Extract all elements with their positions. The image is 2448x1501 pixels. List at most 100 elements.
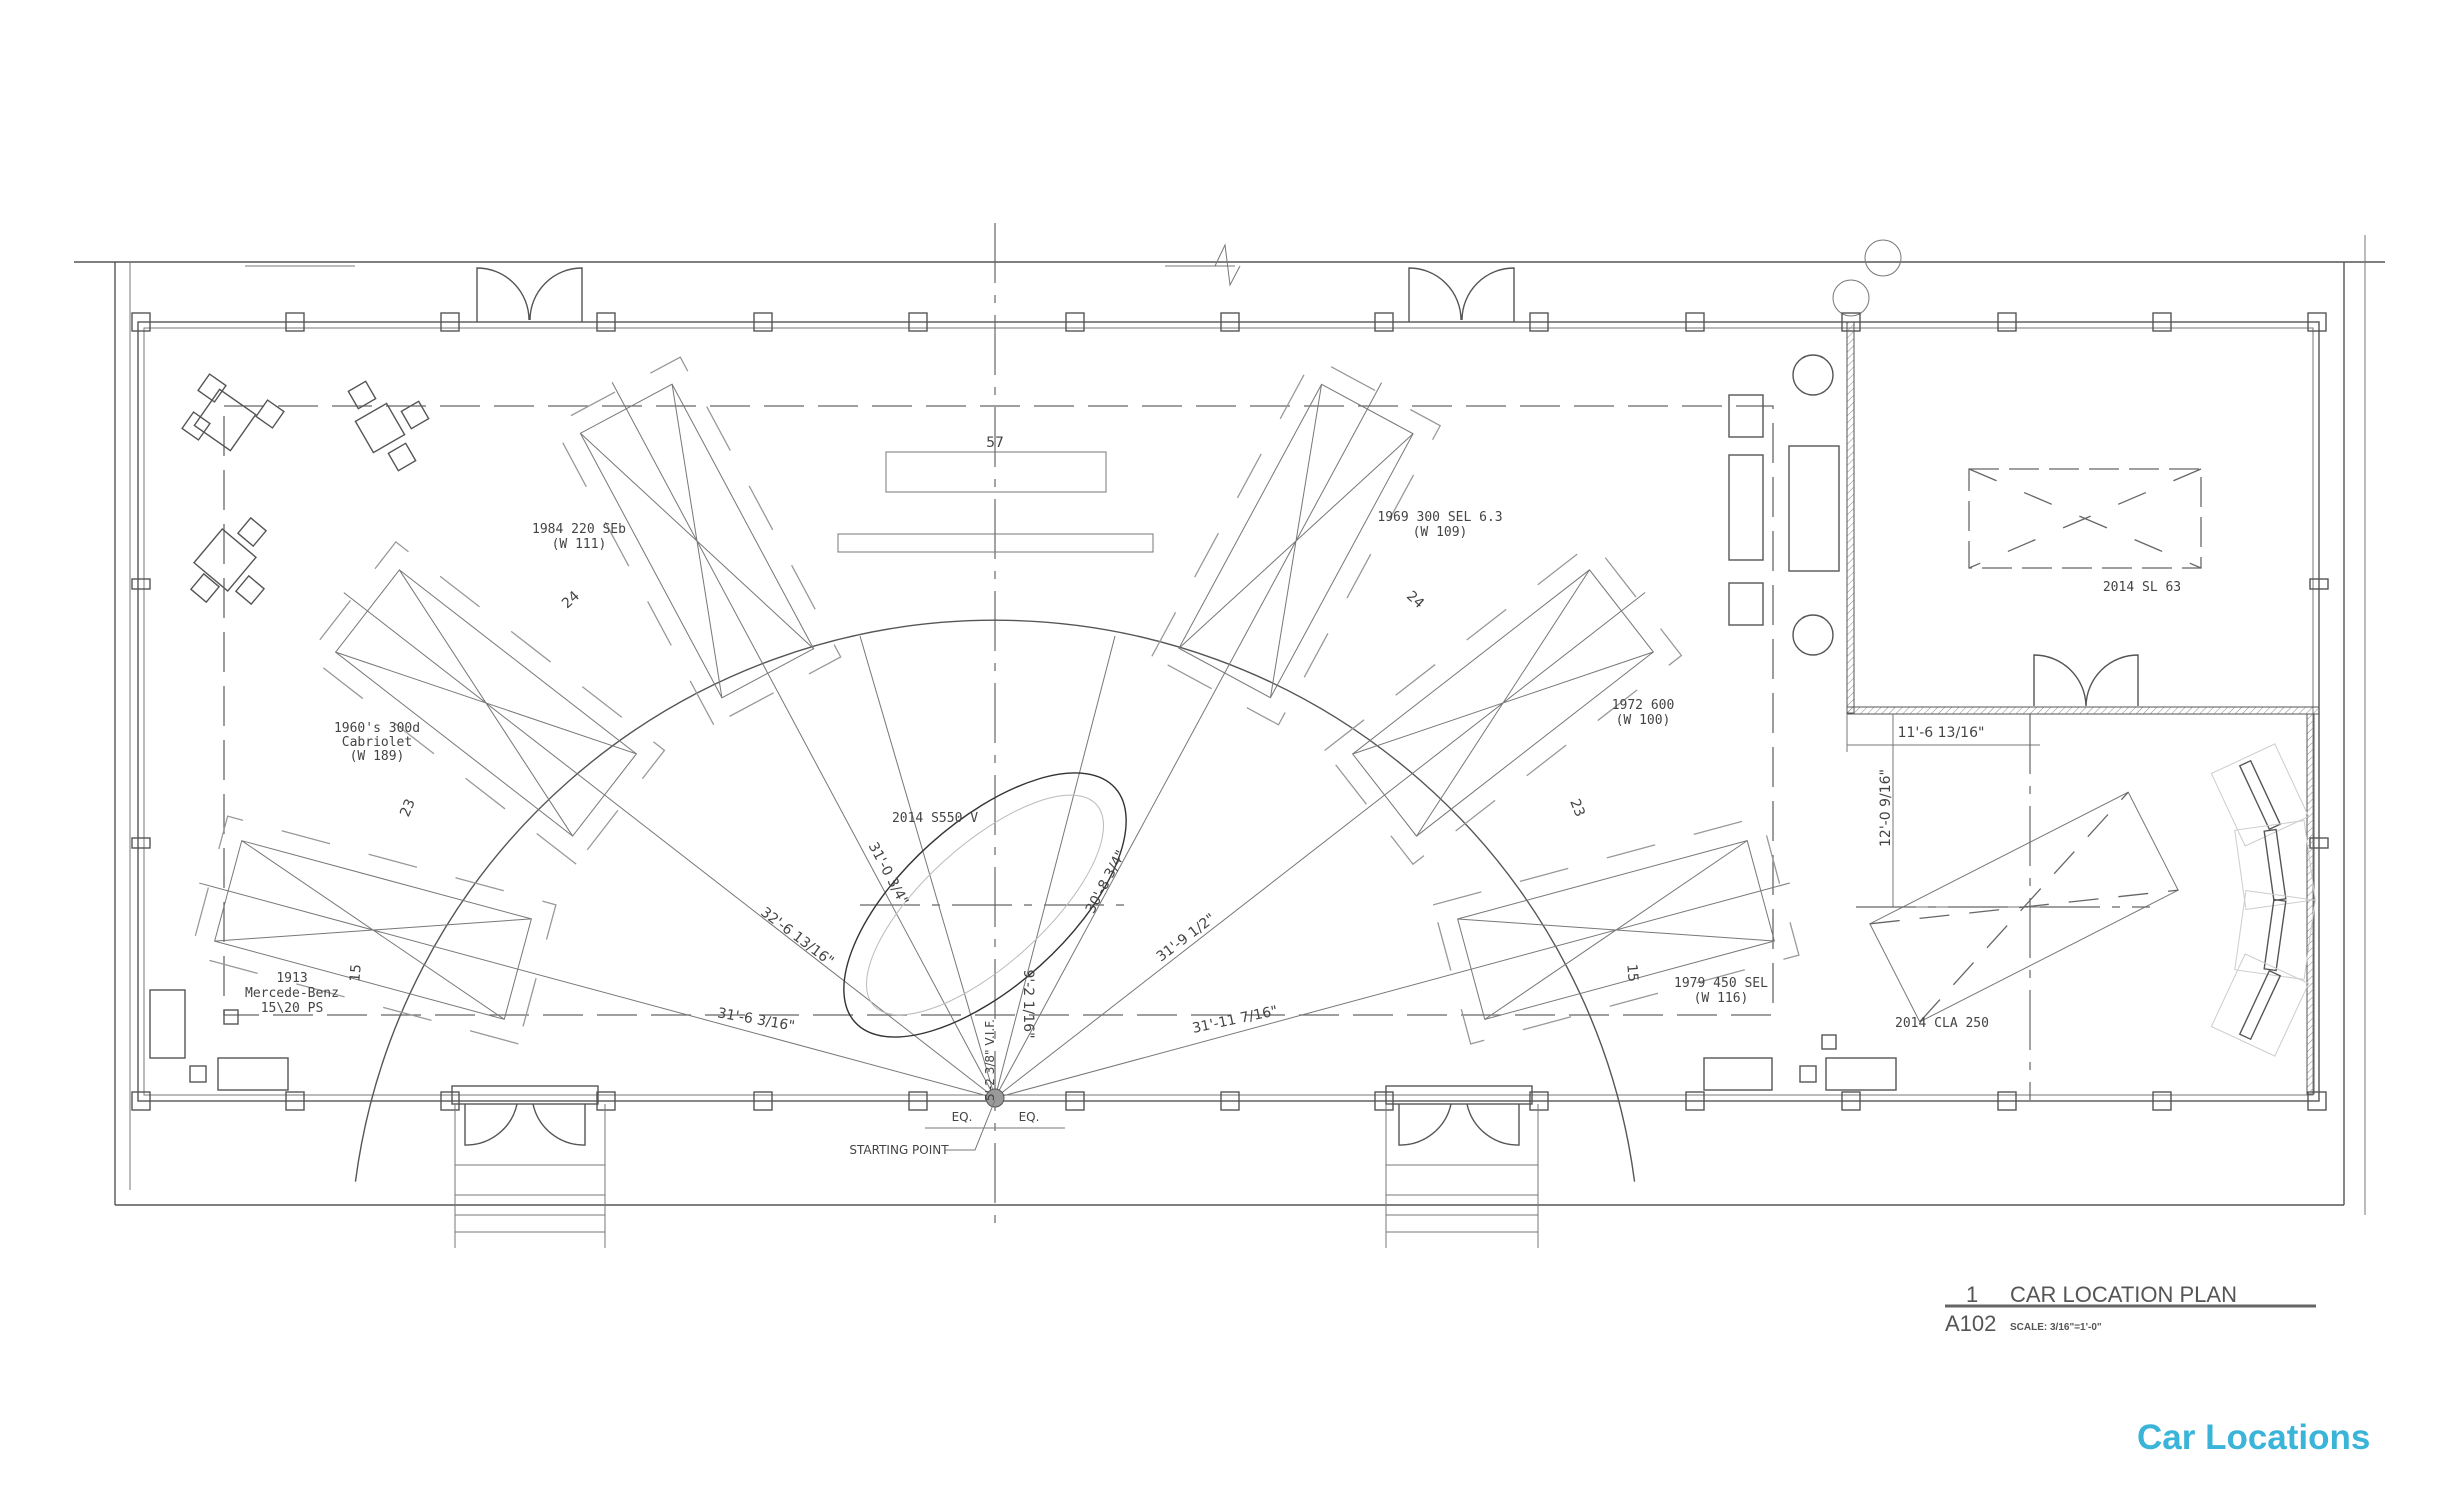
dimension-ray-s550 xyxy=(994,635,1116,1099)
column xyxy=(2152,1091,2172,1111)
dimension-ray-s550 xyxy=(859,635,996,1099)
dimension-labels: 31'-6 3/16" 32'-6 13/16" 31'-0 3/4" 30'-… xyxy=(716,725,1984,1157)
curved-seating xyxy=(2210,743,2316,1057)
column xyxy=(908,1091,928,1111)
svg-text:11'-6 13/16": 11'-6 13/16" xyxy=(1898,725,1985,741)
car-footprint-s550 xyxy=(843,772,1127,1038)
arc-marks: 24 24 23 23 15 15 xyxy=(347,588,1640,983)
column xyxy=(1065,312,1085,332)
car-footprint-1984 xyxy=(552,356,842,726)
structural-columns xyxy=(131,312,2329,1111)
dimension-ray-1979 xyxy=(994,882,1790,1099)
column xyxy=(1374,312,1394,332)
stage-platform xyxy=(885,451,1107,493)
column xyxy=(908,312,928,332)
column xyxy=(131,578,151,590)
svg-text:31'-9 1/2": 31'-9 1/2" xyxy=(1154,911,1219,965)
column xyxy=(1529,1091,1549,1111)
door-bottom-right xyxy=(1385,1085,1539,1248)
svg-text:9'-2 1/16": 9'-2 1/16" xyxy=(1020,969,1036,1038)
display-boundary xyxy=(223,405,1774,1016)
svg-text:12'-0 9/16": 12'-0 9/16" xyxy=(1878,769,1894,847)
door-bottom-left xyxy=(451,1085,606,1248)
column xyxy=(753,312,773,332)
column xyxy=(1220,1091,1240,1111)
starting-point-marker xyxy=(985,1088,1005,1108)
column xyxy=(596,1091,616,1111)
car-label-1972: 1972 600(W 100) xyxy=(1612,698,1675,728)
door-top-right xyxy=(1408,267,1515,322)
svg-text:31'-6 3/16": 31'-6 3/16" xyxy=(716,1005,796,1034)
svg-text:EQ.: EQ. xyxy=(1019,1110,1040,1124)
dimension-ray-1913 xyxy=(199,882,996,1099)
svg-text:24: 24 xyxy=(1403,588,1427,612)
dimension-ray-1969 xyxy=(994,382,1383,1099)
column xyxy=(285,312,305,332)
sheet-number: A102 xyxy=(1945,1311,1996,1336)
column xyxy=(440,312,460,332)
car-label-1969: 1969 300 SEL 6.3(W 109) xyxy=(1377,510,1502,540)
svg-text:24: 24 xyxy=(559,588,583,612)
svg-text:30'-8 3/4": 30'-8 3/4" xyxy=(1083,848,1130,916)
dimension-rays xyxy=(199,382,1790,1099)
car-footprint-1960s xyxy=(306,540,666,866)
column xyxy=(1374,1091,1394,1111)
dimension-ray-1984 xyxy=(611,382,996,1099)
drawing-scale: SCALE: 3/16"=1'-0" xyxy=(2010,1322,2102,1333)
stage-step xyxy=(837,533,1154,553)
svg-text:32'-6 13/16": 32'-6 13/16" xyxy=(758,904,837,969)
drawing-number: 1 xyxy=(1966,1282,1978,1307)
center-mark: 57 xyxy=(986,435,1004,451)
column xyxy=(2309,578,2329,590)
column xyxy=(1685,312,1705,332)
starting-point-label: STARTING POINT xyxy=(849,1143,949,1157)
column xyxy=(285,1091,305,1111)
column xyxy=(2307,312,2327,332)
svg-text:EQ.: EQ. xyxy=(952,1110,973,1124)
column xyxy=(131,312,151,332)
car-footprint-1972 xyxy=(1323,540,1683,866)
svg-text:15: 15 xyxy=(1623,963,1640,982)
column xyxy=(131,837,151,849)
car-footprint-1979 xyxy=(1432,815,1800,1045)
svg-text:23: 23 xyxy=(1566,797,1588,820)
car-footprint-1969 xyxy=(1150,356,1442,726)
column xyxy=(1220,312,1240,332)
building-shell xyxy=(74,235,2385,1215)
svg-text:23: 23 xyxy=(397,797,419,820)
column xyxy=(1685,1091,1705,1111)
svg-text:15: 15 xyxy=(347,963,364,982)
car-label-1979: 1979 450 SEL(W 116) xyxy=(1674,976,1768,1006)
svg-text:5'-2 3/8" V.I.F.: 5'-2 3/8" V.I.F. xyxy=(983,1019,997,1101)
column xyxy=(440,1091,460,1111)
column xyxy=(1065,1091,1085,1111)
sl63-room xyxy=(1846,321,2320,1095)
drawing-title: CAR LOCATION PLAN xyxy=(2010,1282,2237,1307)
column xyxy=(1529,312,1549,332)
dimension-ray-1972 xyxy=(994,592,1646,1099)
svg-text:31'-11 7/16": 31'-11 7/16" xyxy=(1191,1003,1279,1037)
cla-dimension-lines xyxy=(1846,714,2150,1100)
placement-arc xyxy=(354,619,1636,1182)
door-top-left xyxy=(476,267,583,322)
page-caption: Car Locations xyxy=(2137,1418,2370,1457)
column xyxy=(2152,312,2172,332)
car-label-cla250: 2014 CLA 250 xyxy=(1895,1016,1989,1031)
column xyxy=(1841,1091,1861,1111)
car-footprint-1913 xyxy=(189,815,557,1045)
title-block: 1 CAR LOCATION PLAN A102 SCALE: 3/16"=1'… xyxy=(1945,1282,2316,1336)
column xyxy=(753,1091,773,1111)
car-footprints xyxy=(189,356,1800,1045)
car-label-1984: 1984 220 SEb(W 111) xyxy=(532,522,626,552)
column xyxy=(1997,312,2017,332)
lounge-furniture xyxy=(149,354,1897,1091)
column xyxy=(1997,1091,2017,1111)
column xyxy=(131,1091,151,1111)
dimension-ray-1960s xyxy=(343,592,996,1099)
column xyxy=(2307,1091,2327,1111)
car-label-s550: 2014 S550 V xyxy=(892,811,978,826)
